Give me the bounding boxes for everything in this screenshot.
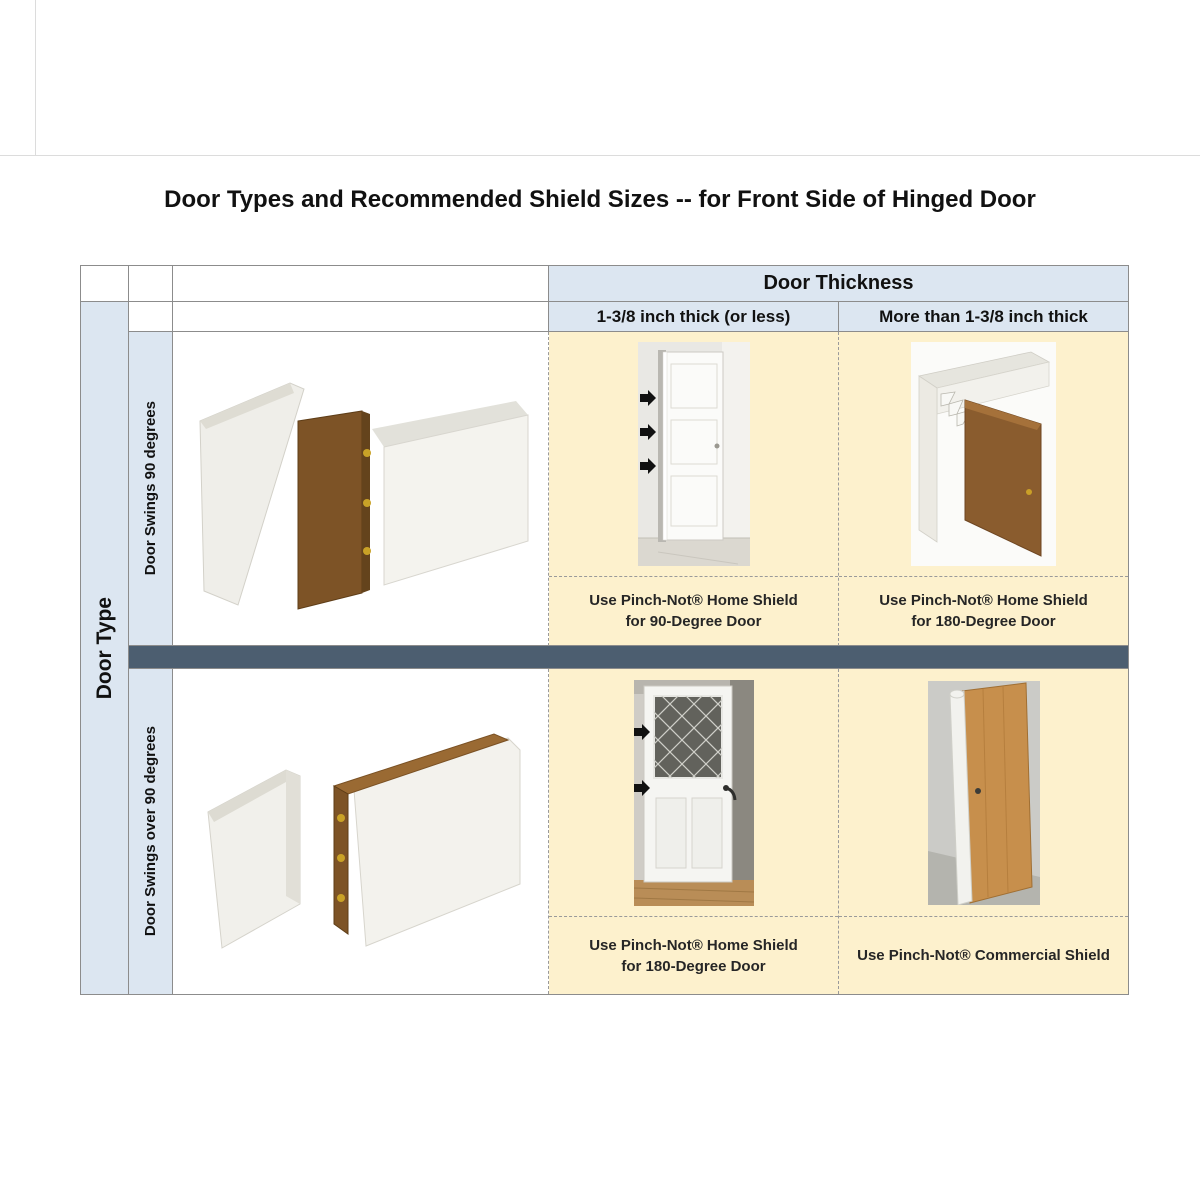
blank-cell <box>173 302 549 332</box>
hinge-arrow-icons <box>633 723 650 796</box>
page-margin-line <box>35 0 36 155</box>
left-wall <box>198 381 305 606</box>
door-photo-90-thick <box>839 332 1128 576</box>
commercial-shield <box>948 689 973 905</box>
swing-over-90-label-cell: Door Swings over 90 degrees <box>129 669 173 994</box>
door-thickness-header: Door Thickness <box>549 266 1128 302</box>
recommendation-line-1: Use Pinch-Not® Home Shield <box>879 592 1088 609</box>
thickness-thick-label: More than 1-3/8 inch thick <box>879 306 1088 326</box>
wall-with-folded-door <box>332 732 520 947</box>
blank-cell <box>129 302 173 332</box>
recommendation-line-1: Use Pinch-Not® Home Shield <box>589 936 798 954</box>
blank-corner-cell <box>173 266 549 302</box>
header-divider-line <box>0 155 1200 156</box>
glass-door-photo <box>633 679 754 906</box>
recommendation-cell-over90-thin: Use Pinch-Not® Home Shield for 180-Degre… <box>549 669 839 994</box>
commercial-shield-photo <box>927 680 1040 905</box>
door-type-axis-cell: Door Type <box>81 302 129 994</box>
shield-recommendation: Use Pinch-Not® Home Shield for 180-Degre… <box>549 916 838 994</box>
open-door-180 <box>964 399 1042 557</box>
door-swing-90-illustration <box>198 381 528 610</box>
swing-over-90-label: Door Swings over 90 degrees <box>142 726 159 937</box>
recommendation-line-2: for 90-Degree Door <box>625 613 762 630</box>
swing-90-label-cell: Door Swings 90 degrees <box>129 332 173 646</box>
blank-corner-cell <box>81 266 129 302</box>
thickness-column-header-thick: More than 1-3/8 inch thick <box>839 302 1128 332</box>
recommendation-line-1: Use Pinch-Not® Home Shield <box>589 592 798 609</box>
recommendation-cell-90-thin: Use Pinch-Not® Home Shield for 90-Degree… <box>549 332 839 646</box>
door-photo-90-thin <box>549 332 838 576</box>
recommendation-cell-90-thick: Use Pinch-Not® Home Shield for 180-Degre… <box>839 332 1128 646</box>
swing-90-label: Door Swings 90 degrees <box>142 401 159 576</box>
recommendation-line-2: for 180-Degree Door <box>911 613 1056 630</box>
door-swing-over-90-illustration-cell <box>173 669 549 994</box>
thickness-thin-label: 1-3/8 inch thick (or less) <box>596 306 791 326</box>
hinge-arrow-icons <box>639 390 656 474</box>
door-thickness-header-label: Door Thickness <box>763 272 914 294</box>
page-title: Door Types and Recommended Shield Sizes … <box>164 186 1036 213</box>
row-separator-bar <box>129 646 1128 669</box>
recommendation-line-1: Use Pinch-Not® Commercial Shield <box>857 947 1110 964</box>
shield-recommendation: Use Pinch-Not® Home Shield for 90-Degree… <box>549 576 838 645</box>
door-swing-over-90-illustration <box>206 732 520 949</box>
door-shield-selection-table: Door Thickness Door Type 1-3/8 inch thic… <box>80 265 1129 995</box>
door-photo-over90-thin <box>549 669 838 916</box>
shield-recommendation: Use Pinch-Not® Commercial Shield <box>839 916 1128 994</box>
blank-corner-cell <box>129 266 173 302</box>
shield-recommendation: Use Pinch-Not® Home Shield for 180-Degre… <box>839 576 1128 645</box>
open-door <box>297 409 371 610</box>
recommendation-line-2: for 180-Degree Door <box>621 957 766 975</box>
wood-door <box>960 681 1033 904</box>
white-door-photo <box>637 342 750 566</box>
right-wall <box>371 400 528 586</box>
door-photo-over90-thick <box>839 669 1128 916</box>
left-wall <box>206 768 300 949</box>
render-180-door <box>911 342 1056 566</box>
door-swing-90-illustration-cell <box>173 332 549 646</box>
thickness-column-header-thin: 1-3/8 inch thick (or less) <box>549 302 839 332</box>
door-type-axis-label: Door Type <box>92 596 116 700</box>
leaded-glass-lattice <box>653 695 722 778</box>
recommendation-cell-over90-thick: Use Pinch-Not® Commercial Shield <box>839 669 1128 994</box>
